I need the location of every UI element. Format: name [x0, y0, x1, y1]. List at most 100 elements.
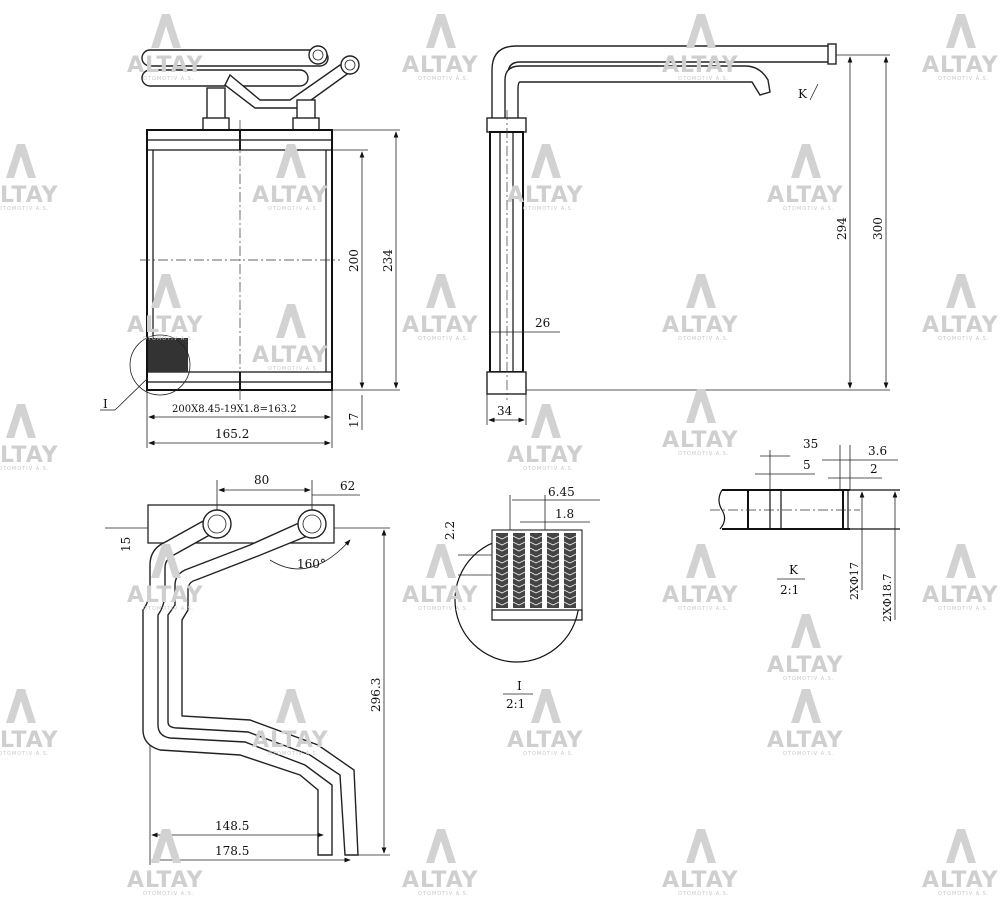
svg-text:ALTAY: ALTAY — [127, 868, 204, 893]
k-dim-5: 5 — [803, 458, 811, 472]
total-height-dimension-side: 300 — [871, 217, 885, 240]
svg-text:ALTAY: ALTAY — [0, 443, 59, 468]
svg-text:OTOMOTIV A.S.: OTOMOTIV A.S. — [938, 76, 989, 82]
tube-width-dimension: 26 — [535, 316, 550, 330]
svg-text:OTOMOTIV A.S.: OTOMOTIV A.S. — [143, 891, 194, 897]
svg-text:ALTAY: ALTAY — [0, 728, 59, 753]
svg-text:ALTAY: ALTAY — [252, 183, 329, 208]
svg-text:ALTAY: ALTAY — [127, 53, 204, 78]
core-height-dimension: 200 — [347, 249, 361, 272]
offset-dimension: 62 — [340, 479, 355, 493]
svg-text:OTOMOTIV A.S.: OTOMOTIV A.S. — [0, 206, 49, 212]
svg-text:ALTAY: ALTAY — [252, 728, 329, 753]
side-view: K 294 300 26 34 — [486, 43, 890, 425]
svg-text:OTOMOTIV A.S.: OTOMOTIV A.S. — [938, 891, 989, 897]
svg-text:ALTAY: ALTAY — [922, 53, 999, 78]
k-dim-35: 35 — [803, 437, 818, 451]
svg-text:OTOMOTIV A.S.: OTOMOTIV A.S. — [678, 891, 729, 897]
svg-text:OTOMOTIV A.S.: OTOMOTIV A.S. — [268, 206, 319, 212]
detail-k-scale: 2:1 — [780, 583, 799, 597]
svg-text:OTOMOTIV A.S.: OTOMOTIV A.S. — [143, 336, 194, 342]
svg-text:ALTAY: ALTAY — [767, 183, 844, 208]
inner-height-dimension: 294 — [835, 217, 849, 240]
detail-k-marker: K — [798, 87, 808, 101]
k-dim-3-6: 3.6 — [868, 444, 887, 458]
svg-text:ALTAY: ALTAY — [402, 313, 479, 338]
total-height-dimension: 234 — [381, 249, 395, 272]
core-formula-dimension: 200X8.45-19X1.8=163.2 — [172, 404, 297, 415]
svg-text:ALTAY: ALTAY — [402, 53, 479, 78]
svg-text:OTOMOTIV A.S.: OTOMOTIV A.S. — [143, 76, 194, 82]
svg-text:OTOMOTIV A.S.: OTOMOTIV A.S. — [268, 366, 319, 372]
svg-text:OTOMOTIV A.S.: OTOMOTIV A.S. — [938, 336, 989, 342]
svg-text:OTOMOTIV A.S.: OTOMOTIV A.S. — [678, 76, 729, 82]
small-dimension: 15 — [119, 537, 133, 552]
svg-text:ALTAY: ALTAY — [662, 428, 739, 453]
svg-text:OTOMOTIV A.S.: OTOMOTIV A.S. — [268, 751, 319, 757]
detail-i-marker: I — [103, 397, 108, 411]
svg-text:ALTAY: ALTAY — [507, 183, 584, 208]
svg-text:OTOMOTIV A.S.: OTOMOTIV A.S. — [678, 451, 729, 457]
base-width-dimension: 34 — [497, 404, 513, 418]
svg-text:ALTAY: ALTAY — [127, 313, 204, 338]
svg-text:OTOMOTIV A.S.: OTOMOTIV A.S. — [523, 751, 574, 757]
svg-text:ALTAY: ALTAY — [767, 653, 844, 678]
svg-text:ALTAY: ALTAY — [0, 183, 59, 208]
detail-i-scale: 2:1 — [506, 697, 525, 711]
svg-text:ALTAY: ALTAY — [662, 868, 739, 893]
svg-text:OTOMOTIV A.S.: OTOMOTIV A.S. — [418, 336, 469, 342]
svg-text:OTOMOTIV A.S.: OTOMOTIV A.S. — [783, 206, 834, 212]
svg-text:OTOMOTIV A.S.: OTOMOTIV A.S. — [0, 751, 49, 757]
svg-text:ALTAY: ALTAY — [252, 343, 329, 368]
detail-k: 35 5 3.6 2 2XΦ17 2XΦ18.7 K 2:1 — [710, 437, 900, 622]
k-dia-18-7: 2XΦ18.7 — [881, 574, 894, 622]
detail-i: 6.45 1.8 2.2 I 2:1 — [443, 485, 600, 711]
outer-offset-dimension: 178.5 — [215, 844, 249, 858]
svg-text:OTOMOTIV A.S.: OTOMOTIV A.S. — [783, 676, 834, 682]
svg-text:OTOMOTIV A.S.: OTOMOTIV A.S. — [678, 336, 729, 342]
svg-text:OTOMOTIV A.S.: OTOMOTIV A.S. — [418, 76, 469, 82]
svg-text:OTOMOTIV A.S.: OTOMOTIV A.S. — [938, 606, 989, 612]
svg-text:ALTAY: ALTAY — [402, 583, 479, 608]
svg-text:ALTAY: ALTAY — [662, 313, 739, 338]
pitch-dimension: 6.45 — [548, 485, 575, 499]
svg-text:ALTAY: ALTAY — [402, 868, 479, 893]
fin-dimension: 1.8 — [555, 507, 574, 521]
svg-text:OTOMOTIV A.S.: OTOMOTIV A.S. — [418, 891, 469, 897]
svg-text:OTOMOTIV A.S.: OTOMOTIV A.S. — [523, 466, 574, 472]
svg-text:ALTAY: ALTAY — [127, 583, 204, 608]
svg-text:OTOMOTIV A.S.: OTOMOTIV A.S. — [523, 206, 574, 212]
svg-text:OTOMOTIV A.S.: OTOMOTIV A.S. — [418, 606, 469, 612]
svg-text:OTOMOTIV A.S.: OTOMOTIV A.S. — [783, 751, 834, 757]
svg-text:ALTAY: ALTAY — [662, 53, 739, 78]
svg-text:OTOMOTIV A.S.: OTOMOTIV A.S. — [678, 606, 729, 612]
front-view: I 200X8.45-19X1.8=163.2 165.2 200 234 17 — [100, 45, 400, 448]
pipe-spacing-dimension: 80 — [254, 473, 269, 487]
detail-k-label: K — [789, 563, 799, 577]
bottom-offset-dimension: 17 — [347, 413, 361, 428]
k-dia-17: 2XΦ17 — [848, 562, 861, 600]
angle-dimension: 160° — [297, 557, 326, 571]
